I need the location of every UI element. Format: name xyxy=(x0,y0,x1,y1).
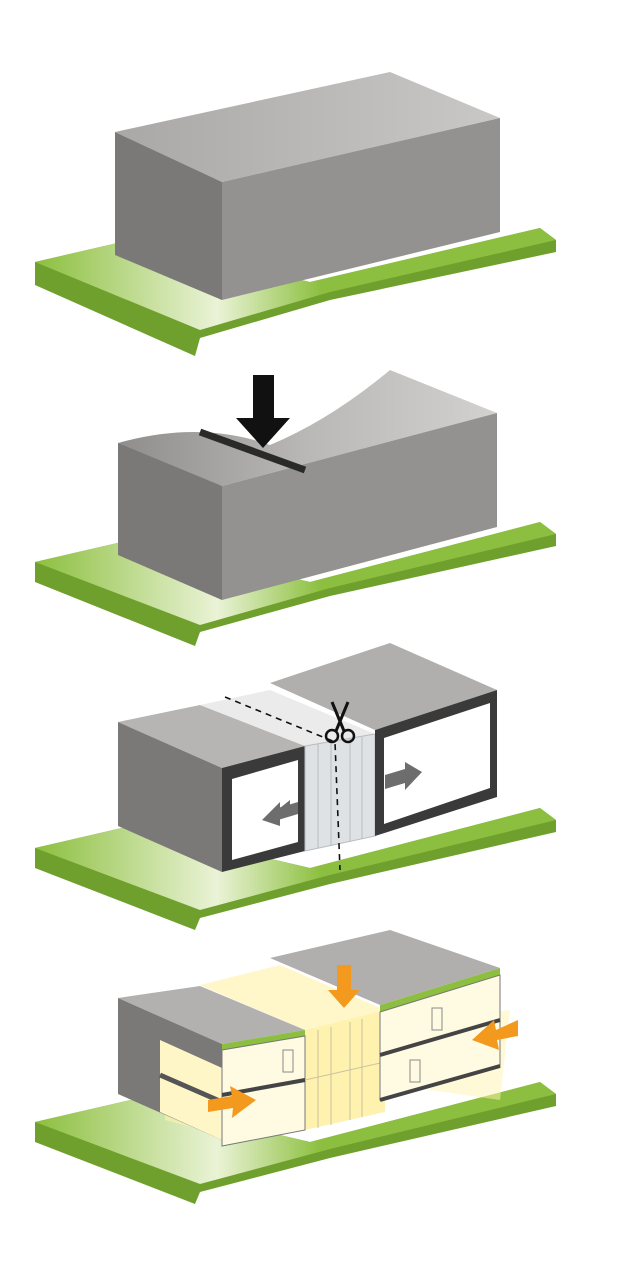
building-volume xyxy=(118,370,497,600)
right-volume xyxy=(270,643,497,836)
left-volume xyxy=(118,705,305,872)
orange-arrow-icon xyxy=(472,1020,518,1050)
orange-arrow-icon xyxy=(208,1086,256,1118)
double-arrow-icon xyxy=(262,762,422,826)
step-1 xyxy=(35,72,556,356)
step-2 xyxy=(35,370,556,646)
building-volume xyxy=(115,72,500,300)
step-4 xyxy=(35,930,556,1204)
glass-gap xyxy=(200,690,376,852)
down-arrow-icon xyxy=(236,375,290,448)
glass-atrium xyxy=(304,1019,386,1128)
orange-arrow-icon xyxy=(328,965,360,1008)
left-volume xyxy=(118,986,306,1147)
right-volume xyxy=(270,930,501,1102)
cut-line xyxy=(198,428,307,474)
step-3 xyxy=(35,643,556,930)
scissors-icon xyxy=(324,701,356,744)
